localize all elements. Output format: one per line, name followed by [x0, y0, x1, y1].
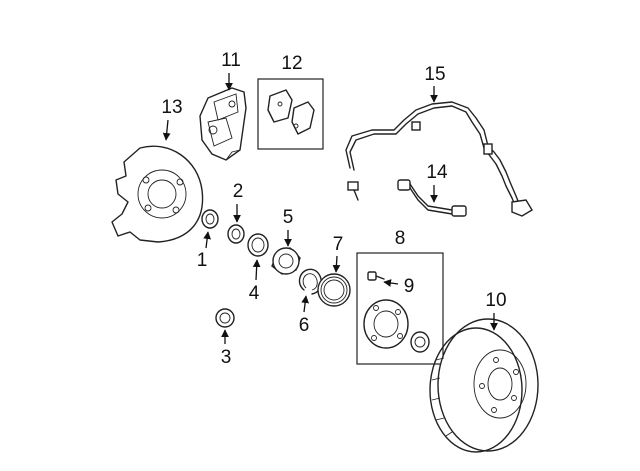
svg-text:5: 5 [283, 207, 294, 228]
svg-text:14: 14 [426, 162, 448, 183]
svg-text:8: 8 [395, 228, 406, 249]
svg-text:10: 10 [485, 290, 506, 311]
callout-4: 4 [249, 259, 261, 304]
rotor-part-10[interactable] [429, 318, 539, 453]
brake-pads-part-12[interactable] [257, 78, 324, 150]
svg-text:1: 1 [197, 250, 208, 271]
svg-text:12: 12 [281, 53, 302, 74]
bearing-part-5[interactable] [271, 247, 301, 275]
svg-text:2: 2 [233, 181, 244, 202]
dust-shield-part-13[interactable] [111, 145, 204, 243]
callout-6: 6 [299, 295, 310, 336]
svg-text:6: 6 [299, 315, 310, 336]
callout-10: 10 [485, 290, 507, 331]
callout-8: 8 [395, 228, 406, 249]
seal-part-3[interactable] [215, 308, 235, 328]
svg-text:4: 4 [249, 283, 260, 304]
callout-5: 5 [283, 207, 294, 247]
callout-7: 7 [332, 234, 344, 273]
svg-text:11: 11 [221, 50, 241, 71]
seal-part-1[interactable] [201, 209, 219, 229]
callout-3: 3 [221, 329, 232, 368]
abs-sensor-wire-part-15[interactable] [345, 101, 533, 217]
callout-2: 2 [233, 181, 244, 223]
seal-part-7[interactable] [317, 273, 351, 307]
caliper-part-11[interactable] [199, 87, 247, 161]
brake-hose-part-14[interactable] [397, 179, 467, 217]
svg-text:7: 7 [333, 234, 344, 255]
ring-part-2[interactable] [227, 224, 245, 244]
callout-1: 1 [197, 231, 211, 271]
hub-assembly-part-8[interactable] [356, 252, 444, 365]
bearing-part-4[interactable] [247, 233, 269, 257]
callout-12: 12 [281, 53, 302, 74]
svg-text:13: 13 [161, 97, 182, 118]
svg-text:3: 3 [221, 347, 232, 368]
svg-text:15: 15 [424, 64, 445, 85]
callout-9: 9 [383, 276, 415, 297]
callout-13: 13 [161, 97, 183, 141]
callout-11: 11 [221, 50, 241, 91]
callout-15: 15 [424, 64, 446, 103]
callout-14: 14 [426, 162, 448, 203]
svg-text:9: 9 [404, 276, 415, 297]
stud-part-9[interactable] [367, 271, 385, 281]
